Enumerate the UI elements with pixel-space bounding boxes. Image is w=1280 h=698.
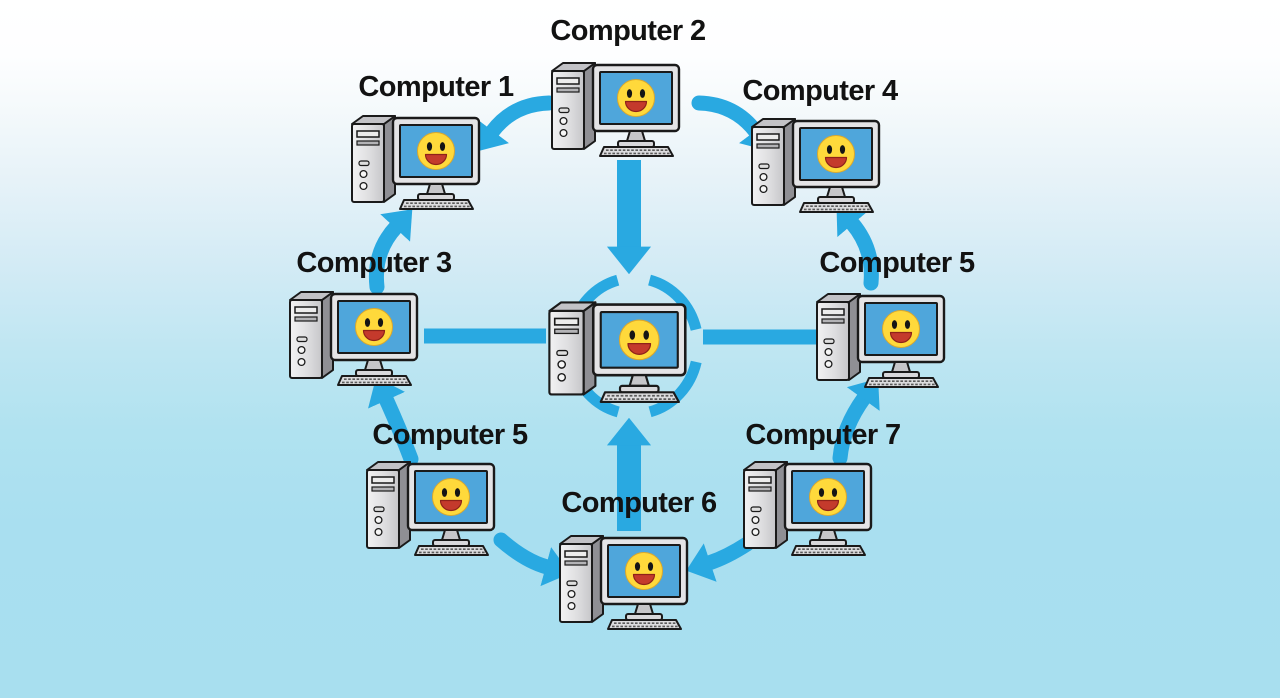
- arrow-computer5bottomleft-to-computer3: [368, 377, 419, 467]
- desktop-computer-icon: [288, 290, 419, 387]
- computer-5-bottom-left-label: Computer 5: [372, 419, 528, 451]
- arrow-computer3-to-computer1: [368, 209, 413, 295]
- computer-2-node: [548, 57, 688, 158]
- arrow-computer2-to-computer1: [476, 95, 557, 152]
- computer-5-bottom-left-node: [363, 456, 503, 557]
- desktop-computer-icon: [558, 534, 689, 631]
- computer-1-label: Computer 1: [358, 71, 514, 103]
- computer-6-label: Computer 6: [561, 487, 717, 519]
- computer-5-right-label: Computer 5: [819, 247, 975, 279]
- computer-4-label: Computer 4: [742, 75, 898, 107]
- arrow-computer5bottomleft-to-computer6: [493, 532, 571, 587]
- computer-1-node: [348, 110, 488, 211]
- desktop-computer-icon: [750, 117, 881, 214]
- computer-7-label: Computer 7: [745, 419, 901, 451]
- desktop-computer-icon: [350, 114, 481, 211]
- arrow-computer5right-to-computer4: [836, 204, 879, 291]
- computer-5-right-node: [813, 288, 953, 389]
- computer-3-label: Computer 3: [296, 247, 452, 279]
- computer-7-node: [740, 456, 880, 557]
- computer-6-node: [556, 530, 696, 631]
- desktop-computer-icon: [550, 61, 681, 158]
- desktop-computer-icon: [815, 292, 946, 389]
- desktop-computer-icon: [742, 460, 873, 557]
- computer-4-node: [748, 113, 888, 214]
- computer-2-label: Computer 2: [550, 15, 706, 47]
- computer-3-node: [286, 286, 426, 387]
- desktop-computer-icon: [548, 301, 687, 404]
- central-hub-node: [545, 296, 695, 404]
- arrow-computer7-to-computer5right: [832, 378, 880, 466]
- desktop-computer-icon: [365, 460, 496, 557]
